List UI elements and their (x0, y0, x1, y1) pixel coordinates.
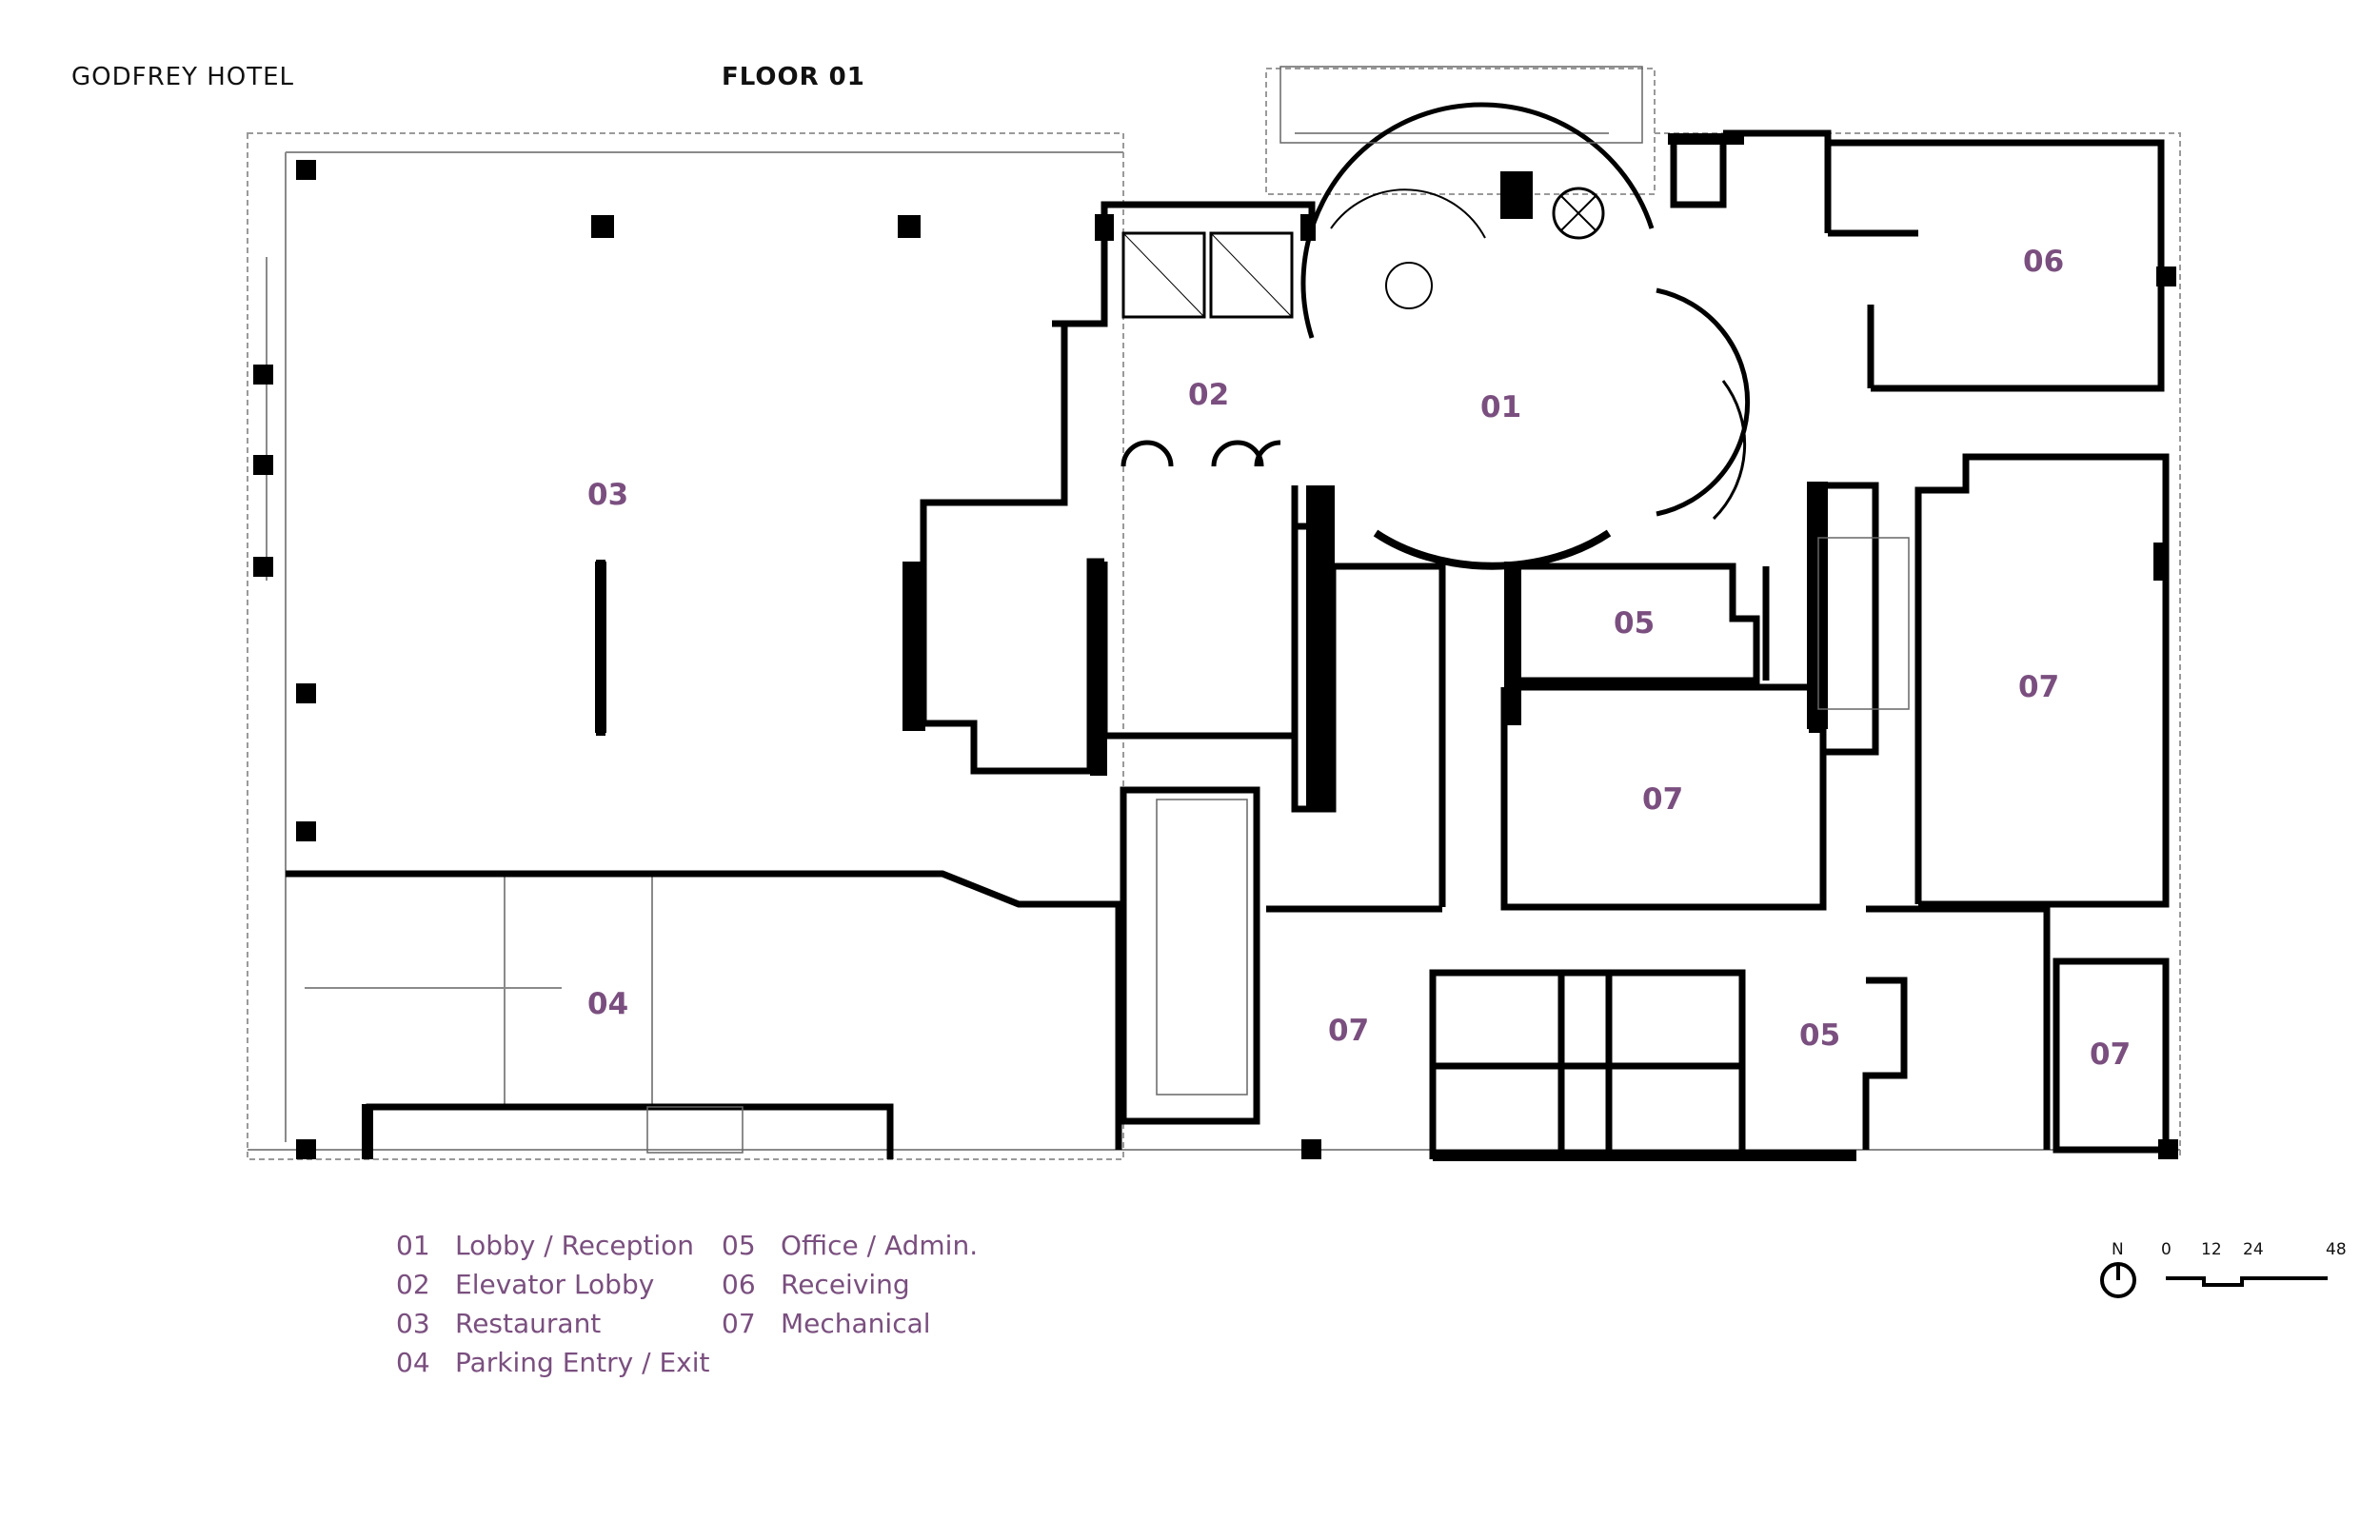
heavy-walls (362, 133, 2169, 1161)
thin-lines (248, 132, 2180, 1151)
plan-label-04: 04 (587, 987, 628, 1021)
columns (253, 160, 2178, 1159)
north-label: N (2112, 1240, 2124, 1259)
legend-item: 03 Restaurant (396, 1308, 709, 1347)
legend-name: Receiving (781, 1269, 910, 1300)
floor-title: FLOOR 01 (722, 63, 865, 91)
plan-label-03: 03 (587, 478, 628, 512)
legend-right: 05 Office / Admin. 06 Receiving 07 Mechanic… (722, 1230, 978, 1347)
restaurant-bar (596, 560, 605, 736)
legend-item: 01 Lobby / Reception (396, 1230, 709, 1269)
plan-label-07d: 07 (2090, 1037, 2131, 1072)
legend-name: Lobby / Reception (455, 1230, 695, 1261)
north-arrow: N (2100, 1240, 2136, 1298)
legend-number: 07 (722, 1308, 756, 1339)
legend-name: Parking Entry / Exit (455, 1347, 710, 1378)
plan-label-07a: 07 (2018, 670, 2059, 704)
legend-name: Restaurant (455, 1308, 602, 1339)
legend-number: 02 (396, 1269, 430, 1300)
plan-label-01: 01 (1480, 390, 1521, 424)
elevators (1121, 231, 1294, 319)
legend-left: 01 Lobby / Reception 02 Elevator Lobby 03 R… (396, 1230, 709, 1386)
scale-tick-0: 0 (2161, 1240, 2172, 1259)
plan-label-06: 06 (2023, 245, 2064, 279)
plan-room-labels: 01 02 03 04 05 05 06 07 07 07 07 07 (587, 245, 2131, 1072)
scale-tick-12: 12 (2201, 1240, 2222, 1259)
legend-name: Office / Admin. (781, 1230, 979, 1261)
legend-name: Elevator Lobby (455, 1269, 655, 1300)
scale-tick-48: 48 (2326, 1240, 2347, 1259)
revolving-doors (1121, 187, 1605, 467)
legend-item: 07 Mechanical (722, 1308, 978, 1347)
legend-item: 04 Parking Entry / Exit (396, 1347, 709, 1386)
walls (286, 129, 2170, 1159)
lobby-curves (1300, 102, 1751, 570)
legend-item: 06 Receiving (722, 1269, 978, 1308)
legend-item: 02 Elevator Lobby (396, 1269, 709, 1308)
project-title: GODFREY HOTEL (71, 63, 295, 91)
scale-tick-24: 24 (2243, 1240, 2264, 1259)
plan-label-07c: 07 (1328, 1014, 1369, 1048)
legend-number: 01 (396, 1230, 430, 1261)
plan-label-05b: 05 (1799, 1018, 1840, 1053)
plan-label-02: 02 (1188, 378, 1229, 412)
plan-label-07b: 07 (1642, 782, 1683, 817)
legend-number: 04 (396, 1347, 430, 1378)
legend-item: 05 Office / Admin. (722, 1230, 978, 1269)
legend-number: 05 (722, 1230, 756, 1261)
legend-number: 06 (722, 1269, 756, 1300)
legend-name: Mechanical (781, 1308, 931, 1339)
stairs (646, 66, 1910, 1154)
legend-number: 03 (396, 1308, 430, 1339)
plan-label-05a: 05 (1614, 606, 1655, 641)
scale-bar: 0 12 24 48 (2161, 1240, 2347, 1287)
